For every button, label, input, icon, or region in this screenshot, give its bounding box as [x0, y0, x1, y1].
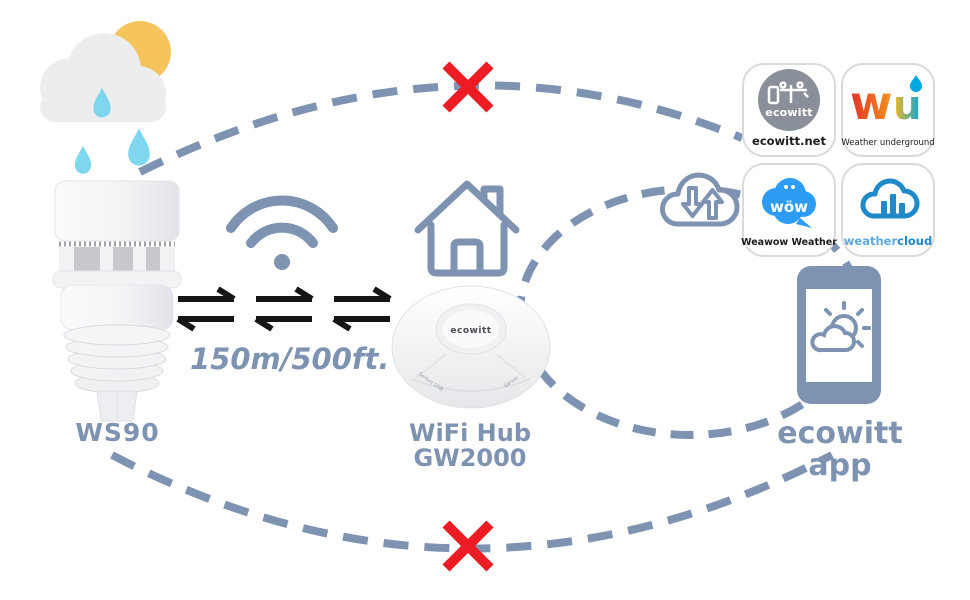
weathercloud-caption: weathercloud: [843, 233, 933, 248]
app-label: ecowitt app: [777, 416, 903, 483]
sensor-label: WS90: [75, 418, 160, 447]
range-label: 150m/500ft.: [190, 342, 390, 376]
weawow-logo: wöw: [744, 165, 834, 238]
weawow-logo-text: wöw: [770, 198, 808, 216]
weawow-caption: Weawow Weather: [741, 236, 837, 248]
smartphone-app-icon: [797, 266, 881, 404]
weathercloud-logo: [843, 165, 933, 236]
service-card-weathercloud[interactable]: weathercloud: [841, 163, 935, 257]
blocked-x-top-icon: [442, 61, 494, 113]
wifi-signal-icon: [226, 195, 338, 270]
house-icon: [414, 180, 520, 277]
blocked-x-bottom-icon: [442, 520, 494, 572]
service-card-wu[interactable]: w u Weather underground: [841, 63, 935, 157]
hub-brand-text: ecowitt: [450, 326, 491, 336]
weather-station-glyph: [767, 81, 809, 105]
weather-sun-rain-icon: [40, 21, 171, 174]
gw2000-hub-device: ecowitt Sensor USB Server: [391, 285, 551, 409]
ecowitt-logo: ecowitt: [744, 65, 834, 136]
wu-droplet: [910, 74, 922, 92]
data-transfer-arrows-icon: [176, 286, 392, 332]
ws90-sensor-device: [52, 180, 182, 422]
wu-caption: Weather underground: [841, 137, 935, 148]
radiation-shield-gills: [63, 324, 171, 394]
hub-label: WiFi Hub GW2000: [408, 419, 532, 473]
wu-letter-w: w: [850, 76, 893, 130]
service-card-weawow[interactable]: wöw Weawow Weather: [741, 163, 837, 257]
service-card-ecowitt[interactable]: ecowitt ecowitt.net: [742, 63, 836, 157]
ecowitt-caption: ecowitt.net: [752, 133, 826, 148]
wu-logo: w u: [843, 65, 933, 139]
ecowitt-logo-text: ecowitt: [765, 106, 813, 120]
weathercloud-caption-cloud: cloud: [897, 233, 933, 248]
weathercloud-caption-weather: weather: [843, 233, 898, 248]
sun-cloud-glyph: [810, 301, 871, 353]
blocked-path-top: [138, 81, 744, 176]
cloud-sync-icon: [660, 172, 740, 227]
